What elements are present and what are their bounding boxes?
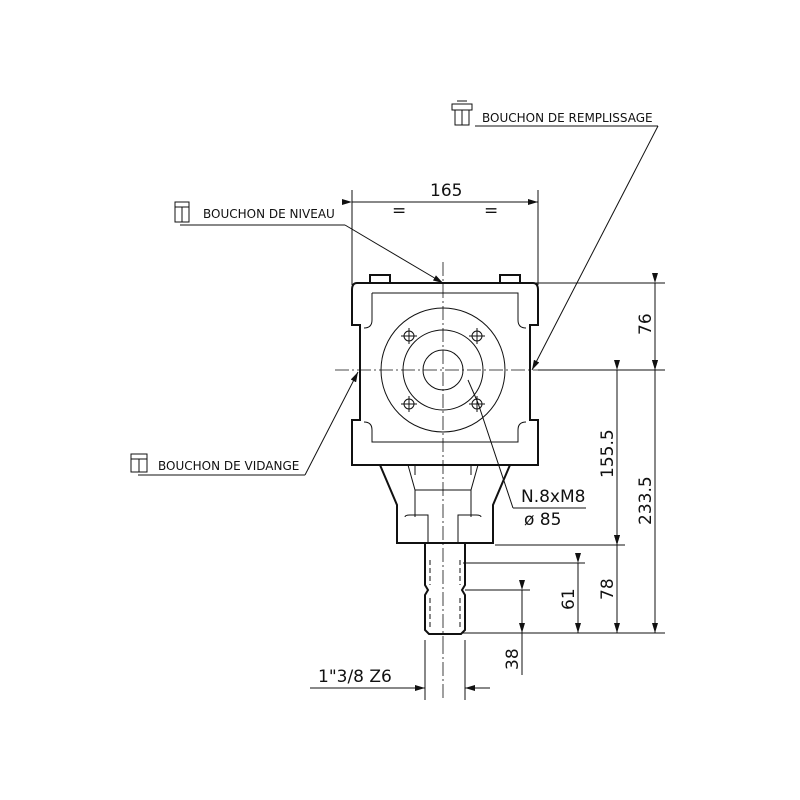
level-plug-label: BOUCHON DE NIVEAU [203, 207, 335, 221]
output-shaft [379, 464, 511, 635]
level-plug-callout: BOUCHON DE NIVEAU [174, 201, 444, 284]
bolt-circle: ø 85 [524, 510, 561, 530]
fill-plug-label: BOUCHON DE REMPLISSAGE [482, 111, 653, 125]
fill-plug-callout: BOUCHON DE REMPLISSAGE [451, 100, 659, 371]
equal-mark: = [392, 201, 406, 221]
dim-spline-length: 38 [503, 648, 523, 670]
dim-shaft-length: 61 [559, 588, 579, 610]
plug-icon [174, 201, 190, 223]
dim-top-to-axis: 76 [636, 313, 656, 335]
dim-total-height: 233.5 [636, 476, 656, 525]
plug-icon [451, 100, 473, 126]
plug-icon [130, 453, 148, 473]
equal-mark: = [484, 201, 498, 221]
dim-width: 165 [430, 181, 462, 201]
drain-plug-label: BOUCHON DE VIDANGE [158, 459, 299, 473]
drain-plug-callout: BOUCHON DE VIDANGE [130, 371, 359, 476]
dim-axis-to-flange: 155.5 [598, 429, 618, 478]
dimension-lines [310, 190, 665, 700]
bolt-spec: N.8xM8 [521, 487, 585, 507]
shaft-spec: 1"3/8 Z6 [318, 667, 392, 687]
bolt-holes [401, 328, 485, 412]
gearbox-body [351, 274, 539, 466]
dim-flange-to-end: 78 [598, 578, 618, 600]
